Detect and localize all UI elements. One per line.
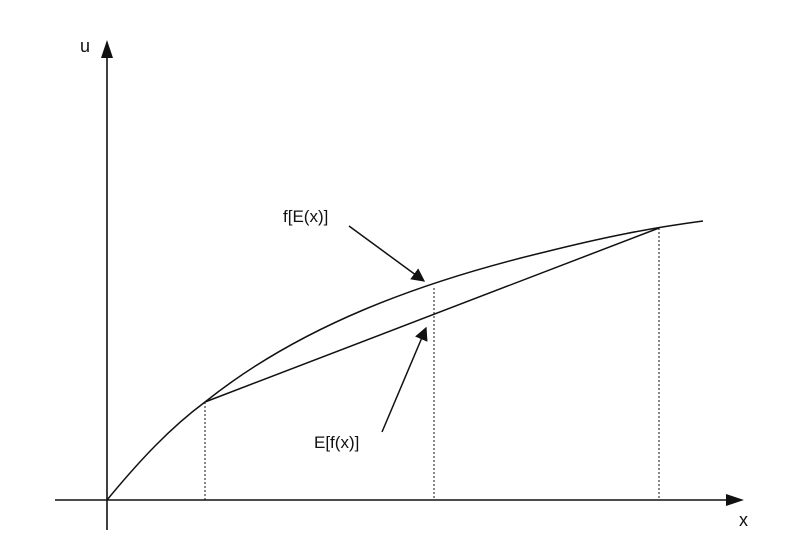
y-axis-label: u — [80, 36, 90, 56]
upper-annotation-label: f[E(x)] — [283, 207, 328, 226]
lower-annotation-label: E[f(x)] — [314, 433, 359, 452]
x-axis-arrowhead — [726, 494, 744, 506]
chord-line — [204, 227, 660, 403]
lower-annotation-arrow — [381, 326, 428, 433]
concave-function-curve — [106, 220, 704, 501]
x-axis-label: x — [739, 510, 748, 530]
y-axis-arrowhead — [101, 40, 113, 58]
upper-annotation-arrow — [348, 225, 426, 282]
